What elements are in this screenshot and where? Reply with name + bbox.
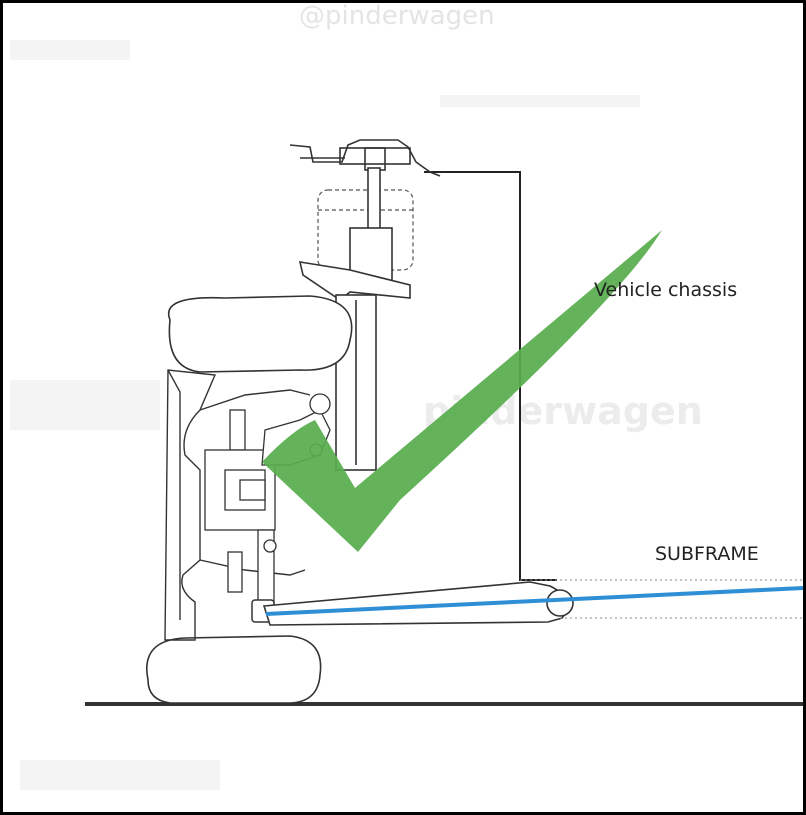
watermark-top: @pinderwagen xyxy=(299,1,495,31)
subframe-label: SUBFRAME xyxy=(655,543,759,565)
lower-control-arm xyxy=(262,581,574,626)
background-smudges xyxy=(10,40,640,790)
tire-lower xyxy=(146,635,322,704)
tire-upper xyxy=(167,295,353,373)
chassis-label: Vehicle chassis xyxy=(594,279,738,301)
subframe-bounds xyxy=(520,579,803,619)
strut-top-mount xyxy=(289,139,441,177)
control-arm-axis-line xyxy=(265,586,804,616)
